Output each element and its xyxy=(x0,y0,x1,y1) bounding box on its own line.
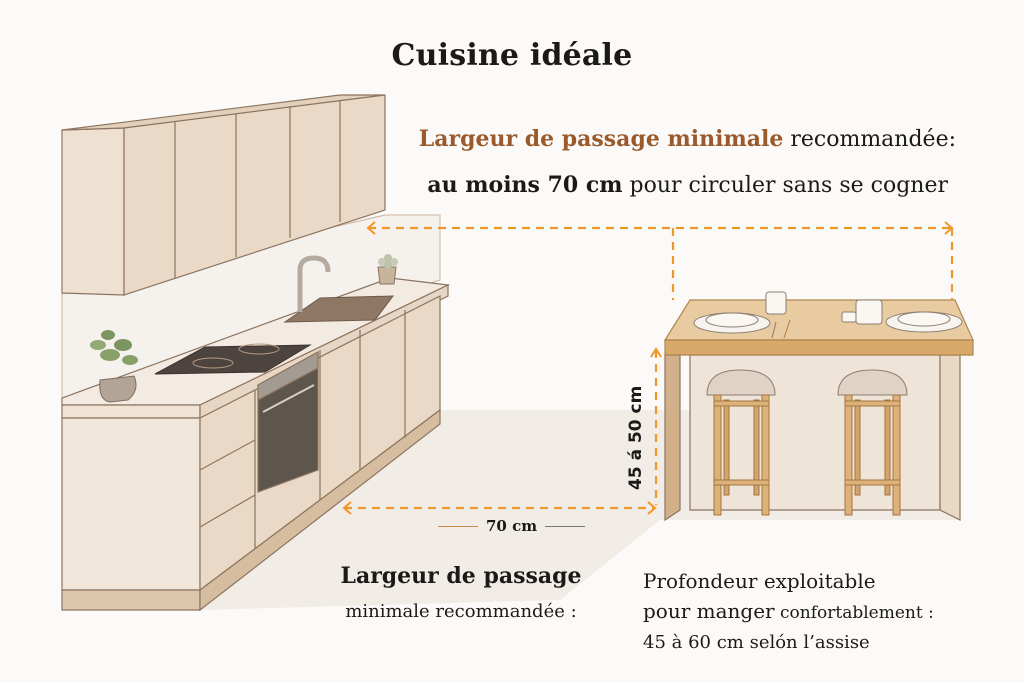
tableware xyxy=(693,291,963,339)
page-title: Cuisine idéale xyxy=(391,38,633,73)
bar-stool xyxy=(706,369,776,516)
dimension-tick-left xyxy=(438,525,478,527)
island xyxy=(663,299,974,522)
bottom-left-caption: Largeur de passage minimale recommandée … xyxy=(326,563,596,622)
depth-caption-value: 45 à 60 cm selón l’assise xyxy=(643,632,870,653)
dimension-tick-right xyxy=(545,525,586,527)
faucet xyxy=(297,255,331,312)
passage-width-detail-rest: pour circuler sans se cogner xyxy=(622,173,948,198)
caption-subtitle: minimale recommandée : xyxy=(345,601,577,622)
potted-plant xyxy=(90,330,138,403)
small-succulent xyxy=(377,254,398,285)
passage-width-rest: recommandée: xyxy=(783,127,956,152)
depth-caption-line2a: pour manger xyxy=(643,599,775,623)
passage-width-highlight: Largeur de passage minimale xyxy=(418,126,784,152)
passage-width-value: au moins 70 cm xyxy=(427,172,623,198)
caption-title: Largeur de passage xyxy=(340,563,582,589)
passage-width-detail: au moins 70 cm pour circuler sans se cog… xyxy=(427,172,948,198)
dimension-lines xyxy=(344,226,954,510)
lower-cabinets xyxy=(61,295,441,612)
burner xyxy=(192,357,234,369)
burner xyxy=(238,343,280,355)
cooktop xyxy=(154,344,312,375)
height-dimension-label: 45 á 50 cm xyxy=(626,385,646,490)
passage-width-note: Largeur de passage minimale recommandée: xyxy=(419,126,956,152)
bar-stool xyxy=(837,369,908,516)
upper-cabinets xyxy=(61,94,386,296)
width-dimension-label: 70 cm xyxy=(438,517,586,535)
depth-caption-line2b: confortablement : xyxy=(774,603,934,623)
bottom-right-caption: Profondeur exploitable pour manger confo… xyxy=(643,566,934,658)
width-dimension-value: 70 cm xyxy=(486,517,538,535)
arrow-heads xyxy=(342,221,954,515)
sink xyxy=(283,295,395,323)
depth-caption-title: Profondeur exploitable xyxy=(643,569,876,593)
